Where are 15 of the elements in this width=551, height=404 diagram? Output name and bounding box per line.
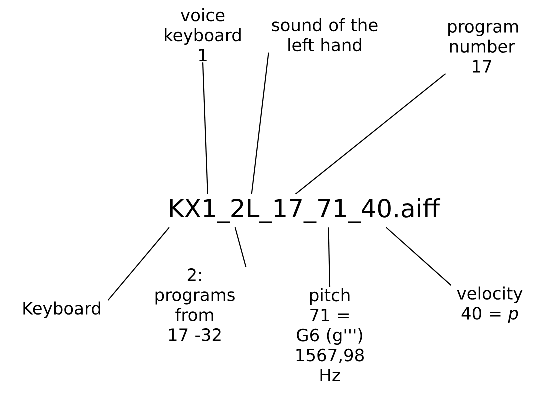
leader-line [202,62,208,194]
annotation-text: program number 17 [448,23,518,73]
annotation-text: velocity 40 = p [457,286,523,324]
leader-line [234,228,247,268]
leader-line [251,52,270,194]
file-name: KX1_2L_17_71_40.aiff [170,198,441,224]
annotation-text: 2: programs from 17 -32 [156,268,235,342]
leader-line [386,227,452,286]
leader-line [295,74,446,195]
annotation-text: Keyboard [24,302,100,318]
annotation-text: sound of the left hand [272,18,378,52]
leader-line [328,228,331,288]
annotation-text: voice keyboard 1 [165,8,241,62]
annotation-text: pitch 71 = G6 (g''') 1567,98 Hz [296,288,364,382]
leader-line [108,227,170,301]
